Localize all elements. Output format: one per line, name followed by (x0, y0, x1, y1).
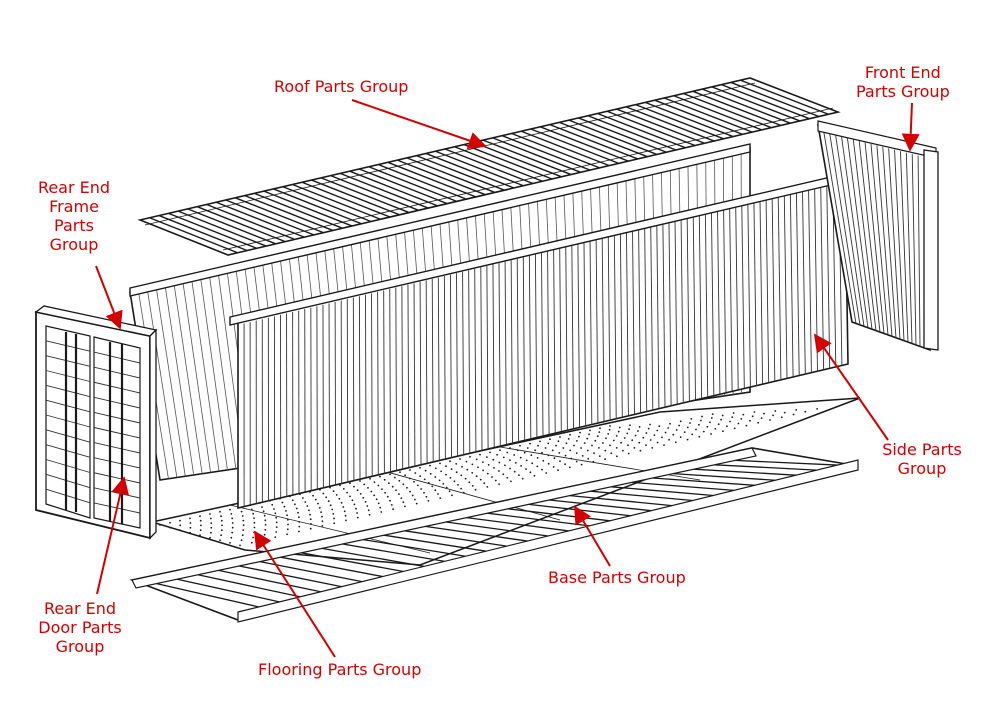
rear-end-door-frame (36, 306, 156, 538)
side-label-line-1: Side Parts (874, 440, 970, 459)
rear-frame-label-line-4: Group (31, 235, 117, 254)
rear-end-frame-parts-label: Rear End Frame Parts Group (31, 178, 117, 254)
side-parts-label: Side Parts Group (874, 440, 970, 478)
rear-frame-label-line-1: Rear End (31, 178, 117, 197)
flooring-parts-label: Flooring Parts Group (258, 660, 421, 679)
front-end-parts-label: Front End Parts Group (856, 63, 950, 101)
roof-pointer (352, 100, 485, 146)
rear-frame-label-line-3: Parts (31, 216, 117, 235)
flooring-label-line: Flooring Parts Group (258, 660, 421, 679)
front-end-label-line-1: Front End (856, 63, 950, 82)
rear-end-door-parts-label: Rear End Door Parts Group (30, 599, 130, 656)
base-parts-label: Base Parts Group (548, 568, 686, 587)
roof-parts-label: Roof Parts Group (274, 77, 408, 96)
side-label-line-2: Group (874, 459, 970, 478)
rear-door-label-line-2: Door Parts (30, 618, 130, 637)
rear-door-label-line-3: Group (30, 637, 130, 656)
rear-frame-label-line-2: Frame (31, 197, 117, 216)
side-pointer (815, 335, 888, 440)
base-label-line: Base Parts Group (548, 568, 686, 587)
roof-label-line: Roof Parts Group (274, 77, 408, 96)
front-end-label-line-2: Parts Group (856, 82, 950, 101)
rear-door-label-line-1: Rear End (30, 599, 130, 618)
